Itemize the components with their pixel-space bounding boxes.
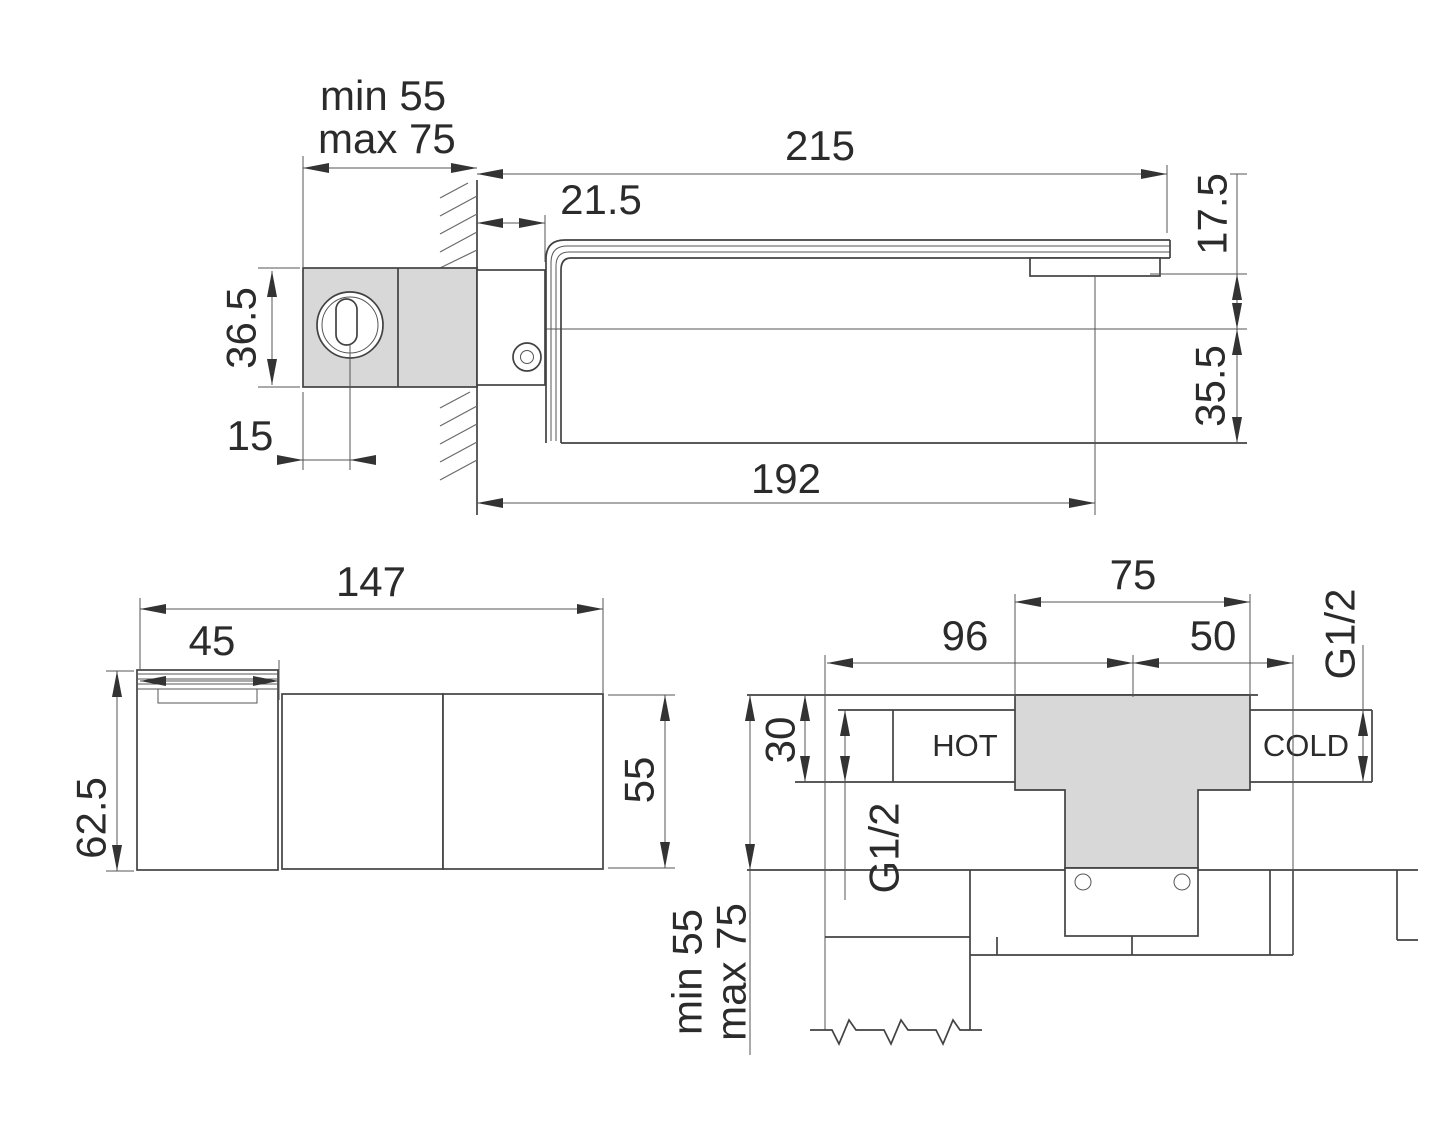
screw-inner-circle <box>520 350 534 364</box>
valve-body-plan <box>1014 694 1251 869</box>
dim-wall-depth-max-label: max 75 <box>318 115 456 162</box>
dim-cold-thread-label: G1/2 <box>1317 588 1364 679</box>
dim-plate-to-spout-label: 21.5 <box>560 176 642 223</box>
spout-notch <box>157 689 258 704</box>
handle-cube-left <box>281 693 444 870</box>
dim-recess-max-label: max 75 <box>708 903 755 1041</box>
dim-handle-height-label: 55 <box>616 757 663 804</box>
dim-spout-width-label: 45 <box>189 617 236 664</box>
bracket-screw-hole-right <box>1173 873 1191 891</box>
dim-wall-depth-min-label: min 55 <box>320 72 446 119</box>
bracket-screw-hole-left <box>1074 873 1092 891</box>
dim-spout-length-label: 215 <box>785 122 855 169</box>
dim-hot-thread-label: G1/2 <box>861 802 908 893</box>
dim-total-width-label: 147 <box>336 558 406 605</box>
dim-left-of-center-label: 96 <box>942 612 989 659</box>
front-view: 147 45 62.5 55 <box>68 558 675 872</box>
cold-inlet-label: COLD <box>1263 728 1349 763</box>
wall-hatching-lower <box>439 391 478 481</box>
dim-recess-min-label: min 55 <box>664 909 711 1035</box>
break-line-zigzag <box>810 1018 982 1047</box>
spout-blade <box>545 239 1171 443</box>
dim-body-width-label: 75 <box>1110 551 1157 598</box>
dim-center-to-bottom-label: 35.5 <box>1187 345 1234 427</box>
hot-inlet-label: HOT <box>932 728 998 763</box>
dim-cartridge-offset-label: 15 <box>227 412 274 459</box>
aerator-housing <box>1029 257 1161 277</box>
dim-right-of-center-label: 50 <box>1190 612 1237 659</box>
dim-spout-height-label: 62.5 <box>68 777 115 859</box>
cartridge-keyway <box>335 298 358 346</box>
side-view: min 55 max 75 215 21.5 36.5 15 192 <box>218 72 1247 515</box>
dim-spout-reach-label: 192 <box>751 455 821 502</box>
dim-inlet-depth-label: 30 <box>757 717 804 764</box>
dim-spout-drop-label: 17.5 <box>1189 173 1236 255</box>
handle-cube-right <box>442 693 604 870</box>
dim-body-height-label: 36.5 <box>218 287 265 369</box>
wall-hatching-upper <box>439 182 478 269</box>
plan-view: HOT COLD min 55 max 75 30 <box>664 551 1418 1055</box>
screw-outer-circle <box>512 342 542 372</box>
bracket-center-box <box>1064 867 1199 937</box>
